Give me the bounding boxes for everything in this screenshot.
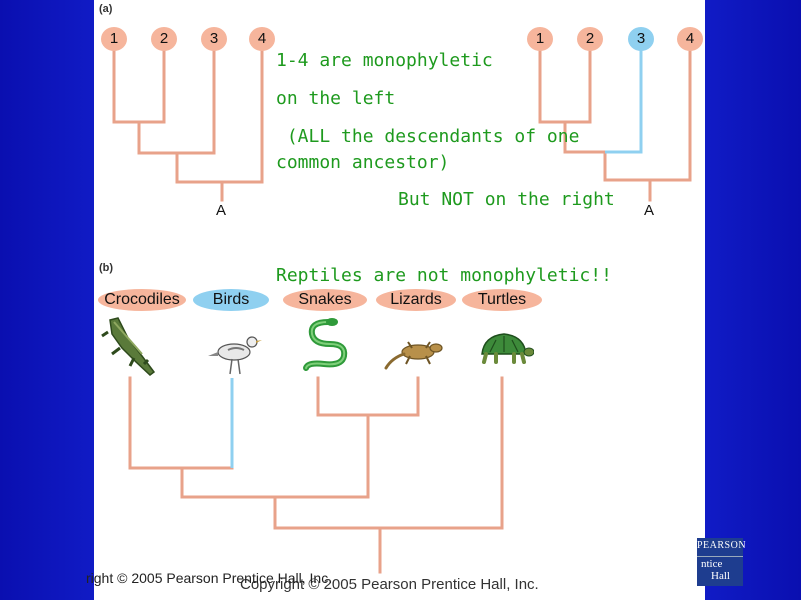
left-tip-1: 1 — [101, 27, 127, 51]
reptile-tree-branches — [128, 376, 504, 574]
taxon-snakes: Snakes — [283, 289, 367, 311]
note-line-2: on the left — [276, 88, 396, 109]
logo-line-2: ntice — [701, 558, 723, 570]
note-line-5: But NOT on the right — [398, 189, 615, 210]
right-tree-branches — [538, 48, 692, 202]
right-tip-1: 1 — [527, 27, 553, 51]
left-tip-3: 3 — [201, 27, 227, 51]
snake-illustration — [303, 318, 348, 371]
note-line-4: common ancestor) — [276, 152, 450, 173]
taxon-turtles: Turtles — [462, 289, 542, 311]
taxon-birds: Birds — [193, 289, 269, 311]
panel-b-label: (b) — [99, 262, 114, 274]
left-root-label: A — [216, 202, 227, 219]
bird-illustration — [208, 336, 262, 375]
logo-line-3: Hall — [711, 570, 730, 582]
copyright-back: Copyright © 2005 Pearson Prentice Hall, … — [240, 576, 539, 593]
left-tree-branches — [112, 48, 264, 202]
note-line-6: Reptiles are not monophyletic!! — [276, 265, 612, 286]
taxon-lizards: Lizards — [376, 289, 456, 311]
lizard-illustration — [384, 341, 443, 370]
note-line-3: (ALL the descendants of one — [276, 126, 580, 147]
left-tip-2: 2 — [151, 27, 177, 51]
right-tip-4: 4 — [677, 27, 703, 51]
logo-line-1: PEARSON — [697, 540, 747, 551]
right-tree-highlight-branch — [605, 50, 643, 154]
left-tip-4: 4 — [249, 27, 275, 51]
panel-a-label: (a) — [99, 3, 113, 15]
crocodile-illustration — [101, 317, 156, 376]
turtle-illustration — [481, 333, 534, 364]
right-tip-3: 3 — [628, 27, 654, 51]
pearson-logo: PEARSON ntice Hall — [697, 538, 747, 586]
note-line-1: 1-4 are monophyletic — [276, 50, 493, 71]
right-tip-2: 2 — [577, 27, 603, 51]
taxon-crocodiles: Crocodiles — [98, 289, 186, 311]
right-root-label: A — [644, 202, 655, 219]
copyright-front: right © 2005 Pearson Prentice Hall, Inc. — [86, 570, 333, 586]
